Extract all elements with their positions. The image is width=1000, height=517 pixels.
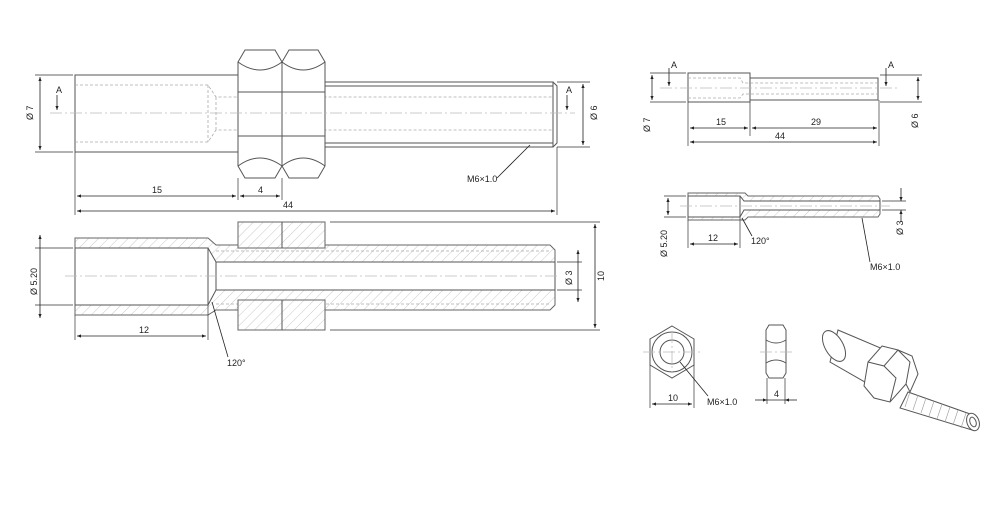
svg-text:120°: 120° (227, 358, 246, 368)
section-marker-right: A (884, 60, 894, 86)
dim-nut-width: 10 (330, 221, 606, 331)
dim-dia-outer: Ø 7 (642, 72, 686, 132)
nut-side-view: 4 (755, 324, 797, 404)
dim-len-body: 15 (77, 185, 236, 198)
svg-text:4: 4 (258, 185, 263, 195)
hidden-bore (75, 84, 553, 143)
nut-front-view: 10 M6×1.0 (643, 325, 737, 408)
dim-nut-width: 10 (652, 393, 692, 406)
dim-dia-thread: Ø 6 (557, 81, 599, 148)
svg-text:Ø 7: Ø 7 (25, 105, 35, 120)
svg-text:10: 10 (596, 271, 606, 281)
dim-bore-depth: 12 (687, 217, 741, 248)
svg-text:4: 4 (774, 389, 779, 399)
thread-callout: M6×1.0 (467, 144, 531, 184)
svg-text:29: 29 (811, 117, 821, 127)
dim-len-total: 44 (77, 200, 555, 213)
svg-text:A: A (888, 60, 894, 70)
body-outline (74, 74, 239, 153)
thread-shaft (324, 81, 554, 148)
dim-len-nut: 4 (240, 185, 280, 198)
dim-len-total: 44 (690, 131, 877, 144)
section-marker-right: A (565, 85, 572, 110)
svg-text:Ø 6: Ø 6 (589, 105, 599, 120)
dim-dia-inner: Ø 3 (882, 188, 906, 235)
svg-text:10: 10 (668, 393, 678, 403)
dim-dia-bore: Ø 5.20 (659, 195, 686, 257)
svg-text:A: A (566, 85, 572, 95)
section-bore (74, 247, 556, 306)
svg-text:Ø 5.20: Ø 5.20 (29, 268, 39, 295)
dim-bore-depth: 12 (74, 305, 209, 340)
section-marker-left: A (55, 85, 62, 110)
front-view: A A Ø 7 Ø 6 15 4 44 (25, 49, 599, 215)
svg-text:44: 44 (775, 131, 785, 141)
svg-text:M6×1.0: M6×1.0 (870, 262, 900, 272)
shaft-chamfer (552, 81, 558, 148)
dim-dia-inner: Ø 3 (557, 250, 582, 302)
small-front-view: A A Ø 7 Ø 6 15 29 44 (642, 60, 922, 146)
cone-angle-callout: 120° (741, 217, 770, 246)
svg-text:A: A (56, 85, 62, 95)
dim-len-thread: 29 (752, 117, 877, 130)
hex-nut-2 (281, 49, 326, 179)
svg-text:12: 12 (708, 233, 718, 243)
hex-nut-1 (237, 49, 283, 179)
svg-text:A: A (671, 60, 677, 70)
section-view: Ø 5.20 Ø 3 10 12 120° (29, 221, 606, 368)
dim-dia-outer: Ø 7 (25, 74, 73, 153)
svg-text:15: 15 (152, 185, 162, 195)
svg-text:12: 12 (139, 325, 149, 335)
thread-callout: M6×1.0 (679, 361, 737, 407)
dim-dia-bore: Ø 5.20 (29, 235, 73, 318)
svg-text:Ø 7: Ø 7 (642, 117, 652, 132)
thread-callout: M6×1.0 (861, 217, 900, 272)
svg-text:M6×1.0: M6×1.0 (467, 174, 497, 184)
cone-angle-callout: 120° (211, 301, 246, 368)
svg-text:15: 15 (716, 117, 726, 127)
small-section-view: Ø 5.20 Ø 3 12 120° M6×1.0 (659, 188, 906, 272)
svg-text:Ø 5.20: Ø 5.20 (659, 230, 669, 257)
svg-text:Ø 3: Ø 3 (564, 270, 574, 285)
svg-text:Ø 3: Ø 3 (895, 220, 905, 235)
isometric-view (821, 329, 980, 432)
svg-text:M6×1.0: M6×1.0 (707, 397, 737, 407)
svg-text:120°: 120° (751, 236, 770, 246)
dim-dia-thread: Ø 6 (880, 74, 922, 128)
dim-nut-thickness: 4 (755, 389, 797, 402)
svg-text:44: 44 (283, 200, 293, 210)
dim-len-body: 15 (690, 117, 748, 130)
section-marker-left: A (667, 60, 677, 86)
svg-text:Ø 6: Ø 6 (910, 113, 920, 128)
